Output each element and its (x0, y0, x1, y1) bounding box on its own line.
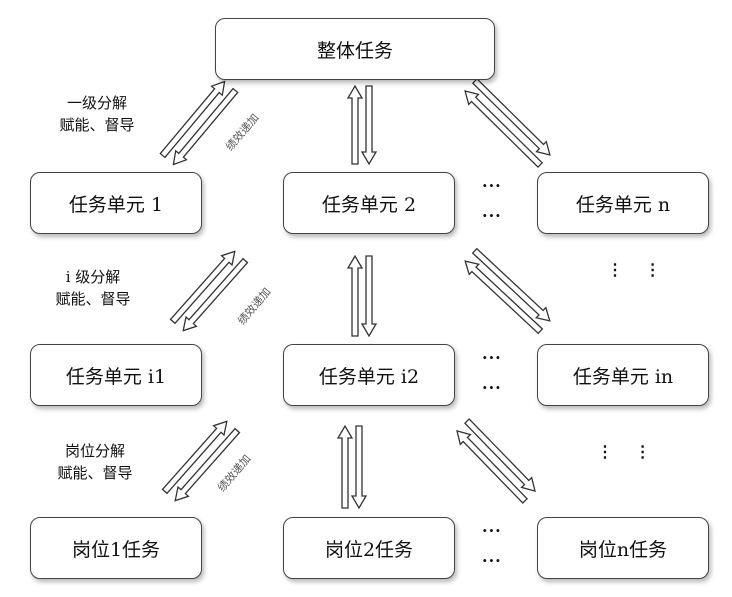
task-unit-2-box: 任务单元 2 (283, 172, 455, 234)
level1-decompose-label: 一级分解 赋能、督导 (59, 94, 135, 134)
ellipsis-row1: ······ (482, 176, 502, 225)
task-unit-i1-box: 任务单元 i1 (30, 344, 202, 406)
level-i-decompose-label: i 级分解 赋能、督导 (55, 268, 131, 308)
task-unit-1-box: 任务单元 1 (30, 172, 202, 234)
i1-to-post1-up-arrow (161, 420, 228, 495)
top-to-unit2-down-arrow (360, 85, 378, 166)
top-to-unit1-down-arrow (172, 87, 239, 166)
in-to-postn-down-arrow (463, 418, 536, 493)
top-to-unitn-up-arrow (464, 90, 544, 169)
ellipsis-row3: ······ (482, 521, 502, 570)
vertical-ellipsis-1: ⋮ ⋮ (607, 260, 669, 279)
task-unit-in-box: 任务单元 in (537, 344, 709, 406)
unitn-to-in-down-arrow (471, 247, 551, 322)
top-to-unit1-up-arrow (159, 80, 226, 159)
top-to-unitn-down-arrow (471, 77, 551, 156)
overall-task-box: 整体任务 (215, 18, 495, 80)
unit2-to-i2-down-arrow (360, 255, 378, 338)
unit2-to-i2-up-arrow (346, 254, 364, 337)
post-n-task-box: 岗位n任务 (537, 517, 709, 579)
post-2-task-box: 岗位2任务 (283, 517, 455, 579)
task-unit-n-box: 任务单元 n (537, 172, 709, 234)
task-unit-i2-box: 任务单元 i2 (283, 344, 455, 406)
post-1-task-box: 岗位1任务 (30, 517, 202, 579)
unit1-to-i1-down-arrow (182, 257, 249, 332)
vertical-ellipsis-2: ⋮ ⋮ (597, 442, 659, 461)
in-to-postn-up-arrow (456, 429, 529, 504)
i2-to-post2-down-arrow (350, 425, 368, 510)
unit1-to-i1-up-arrow (169, 250, 236, 325)
top-to-unit2-up-arrow (346, 84, 364, 165)
i2-to-post2-up-arrow (336, 424, 354, 509)
unitn-to-in-up-arrow (464, 260, 544, 335)
post-decompose-label: 岗位分解 赋能、督导 (57, 442, 133, 482)
i1-to-post1-down-arrow (174, 427, 241, 502)
ellipsis-row2: ······ (482, 348, 502, 397)
